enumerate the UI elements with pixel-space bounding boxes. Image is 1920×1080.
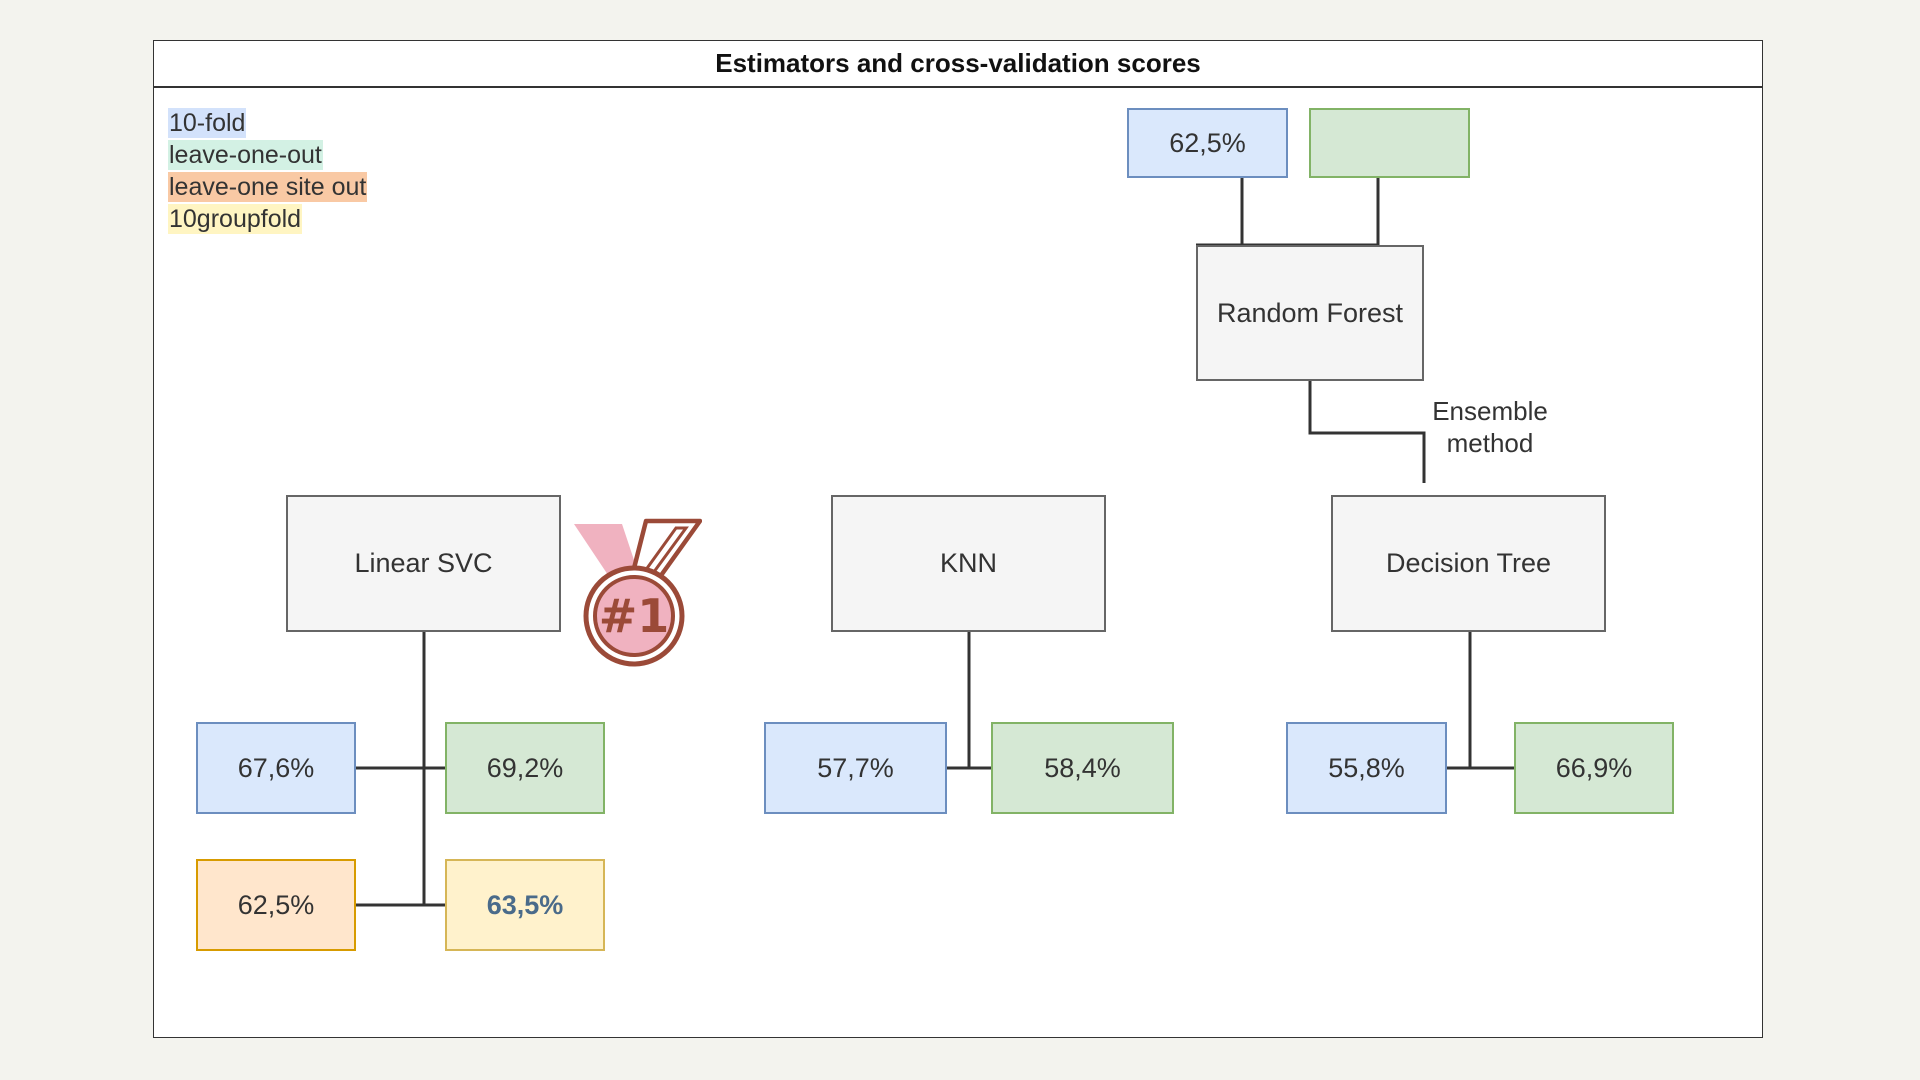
score-knn-leave-one-out: 58,4% — [991, 722, 1174, 814]
estimator-decision-tree: Decision Tree — [1331, 495, 1606, 632]
ensemble-method-label: Ensemble method — [1432, 396, 1548, 458]
score-knn-10-fold: 57,7% — [764, 722, 947, 814]
connector-ensemble — [1308, 381, 1426, 483]
score-random-forest-leave-one-out — [1309, 108, 1470, 178]
score-linear-svc-10groupfold: 63,5% — [445, 859, 605, 951]
first-place-medal-icon: #1 — [572, 518, 703, 670]
score-linear-svc-10-fold: 67,6% — [196, 722, 356, 814]
estimator-knn: KNN — [831, 495, 1106, 632]
legend-10groupfold: 10groupfold — [168, 204, 303, 234]
score-decision-tree-leave-one-out: 66,9% — [1514, 722, 1674, 814]
estimator-linear-svc: Linear SVC — [286, 495, 561, 632]
score-decision-tree-10-fold: 55,8% — [1286, 722, 1447, 814]
legend-10-fold: 10-fold — [168, 108, 247, 138]
connector-decision-tree — [1447, 632, 1514, 770]
medal-rank-text: #1 — [598, 589, 670, 643]
estimator-random-forest: Random Forest — [1196, 245, 1424, 381]
connector-knn — [946, 632, 991, 770]
legend-leave-one-site-out: leave-one site out — [168, 172, 368, 202]
legend-leave-one-out: leave-one-out — [168, 140, 323, 170]
score-random-forest-10-fold: 62,5% — [1127, 108, 1288, 178]
score-linear-svc-leave-one-site-out: 62,5% — [196, 859, 356, 951]
connector-random-forest-top — [1196, 178, 1380, 247]
score-linear-svc-leave-one-out: 69,2% — [445, 722, 605, 814]
diagram-title: Estimators and cross-validation scores — [154, 41, 1762, 88]
